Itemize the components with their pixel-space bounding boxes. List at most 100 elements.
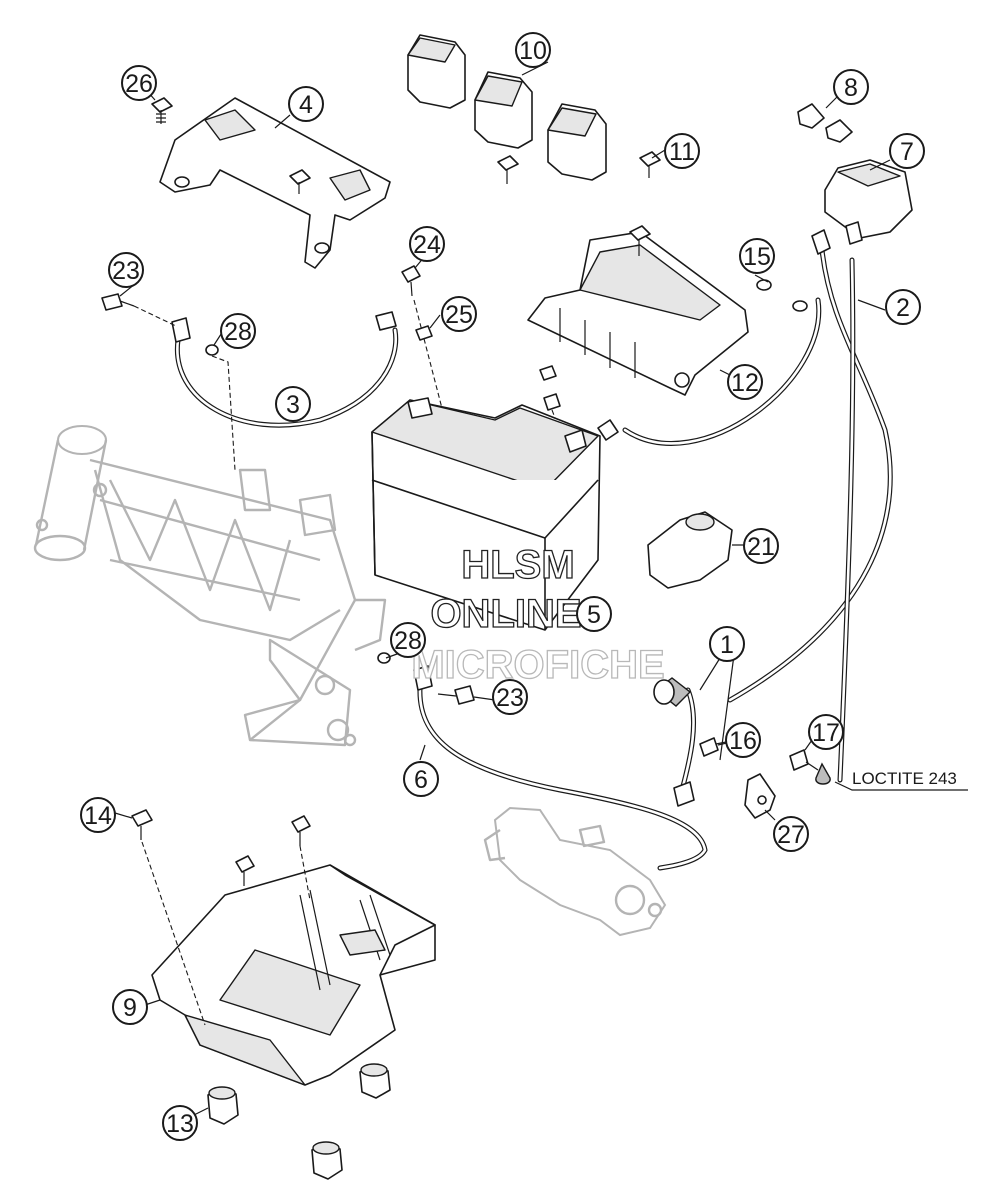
callout-circle — [441, 296, 477, 332]
callout-circle — [121, 65, 157, 101]
callout-circle — [743, 528, 779, 564]
callout-circle — [403, 761, 439, 797]
cable-part-2 — [597, 221, 893, 783]
callout-c26: 26 — [121, 65, 157, 101]
callout-number: 1 — [720, 631, 734, 659]
bolt-part-23-bottom — [437, 685, 475, 705]
bracket-part-27 — [744, 773, 776, 819]
battery-holder-part-12 — [527, 231, 749, 396]
callout-number: 23 — [112, 257, 140, 285]
loctite-note-text: LOCTITE 243 — [852, 769, 957, 788]
callout-circle — [709, 626, 745, 662]
callout-c7: 7 — [889, 133, 925, 169]
callout-number: 17 — [812, 719, 840, 747]
callout-number: 6 — [414, 766, 428, 794]
cable-part-6 — [413, 665, 708, 871]
callout-c9: 9 — [112, 989, 148, 1025]
cable-part-1 — [653, 677, 697, 807]
watermark-line-3: MICROFICHE — [411, 643, 664, 687]
callout-c11: 11 — [664, 133, 700, 169]
callout-number: 28 — [224, 318, 252, 346]
callout-circle — [515, 32, 551, 68]
loctite-drop — [815, 762, 831, 785]
callout-c10: 10 — [515, 32, 551, 68]
callout-number: 3 — [286, 391, 300, 419]
callout-circle — [885, 289, 921, 325]
callout-circle — [390, 622, 426, 658]
callout-c27: 27 — [773, 816, 809, 852]
callout-c13: 13 — [162, 1105, 198, 1141]
bolt-part-16 — [699, 737, 727, 757]
callout-circle — [833, 69, 869, 105]
callout-c21: 21 — [743, 528, 779, 564]
callout-circle — [80, 797, 116, 833]
cable-part-3 — [171, 311, 399, 428]
screw-part-24 — [401, 265, 446, 421]
callout-number: 24 — [413, 231, 441, 259]
callout-number: 23 — [496, 684, 524, 712]
callout-circle — [288, 86, 324, 122]
loctite-note: LOCTITE 243 — [834, 769, 968, 791]
callout-number: 14 — [84, 802, 112, 830]
callout-c8: 8 — [833, 69, 869, 105]
callout-number: 8 — [844, 74, 858, 102]
starter-motor — [483, 806, 667, 937]
callout-c3: 3 — [275, 386, 311, 422]
callout-number: 25 — [445, 301, 473, 329]
screw-bracket — [289, 169, 311, 194]
callout-number: 5 — [587, 601, 601, 629]
callout-number: 26 — [125, 70, 153, 98]
screw-box — [235, 815, 311, 901]
callout-c14: 14 — [80, 797, 116, 833]
callout-number: 9 — [123, 994, 137, 1022]
callout-c28a: 28 — [220, 313, 256, 349]
nut-part-15 — [756, 279, 808, 312]
callout-c12: 12 — [727, 364, 763, 400]
screw-part-14 — [131, 809, 206, 1026]
callout-circle — [725, 722, 761, 758]
callout-number: 27 — [777, 821, 805, 849]
screw-part-26 — [151, 97, 173, 124]
washer-part-28-bottom — [377, 652, 391, 664]
callout-number: 12 — [731, 369, 759, 397]
relay-group-part-10 — [407, 34, 607, 181]
callout-number: 16 — [729, 727, 757, 755]
battery-box-part-9 — [151, 864, 436, 1086]
callout-circle — [727, 364, 763, 400]
callout-circle — [112, 989, 148, 1025]
callout-c23b: 23 — [492, 679, 528, 715]
callout-c16: 16 — [725, 722, 761, 758]
callout-number: 21 — [747, 533, 775, 561]
callout-circle — [492, 679, 528, 715]
callout-c15: 15 — [739, 238, 775, 274]
callout-c25: 25 — [441, 296, 477, 332]
starter-relay-part-7 — [824, 159, 913, 239]
battery-part-5 — [371, 397, 601, 631]
callout-number: 4 — [299, 91, 313, 119]
callout-c23a: 23 — [108, 252, 144, 288]
screw-part-11 — [497, 151, 661, 184]
callout-c4: 4 — [288, 86, 324, 122]
terminal-cover-part-21 — [647, 511, 733, 589]
watermark-line-1: HLSM — [461, 543, 574, 587]
callout-circle — [108, 252, 144, 288]
callout-number: 13 — [166, 1110, 194, 1138]
callout-c2: 2 — [885, 289, 921, 325]
callout-number: 10 — [519, 37, 547, 65]
callout-c28b: 28 — [390, 622, 426, 658]
screw-holder — [629, 225, 651, 256]
callout-circle — [808, 714, 844, 750]
callout-number: 28 — [394, 627, 422, 655]
callout-number: 11 — [669, 138, 695, 166]
callout-number: 7 — [900, 138, 914, 166]
callout-circle — [576, 596, 612, 632]
callout-circle — [162, 1105, 198, 1141]
callout-circle — [409, 226, 445, 262]
watermark-line-2: ONLINE — [430, 592, 581, 636]
fuse-part-8 — [797, 103, 853, 143]
callout-c1: 1 — [709, 626, 745, 662]
callout-number: 15 — [743, 243, 771, 271]
bolt-part-23-top — [101, 293, 177, 327]
bolt-part-17 — [789, 749, 819, 771]
